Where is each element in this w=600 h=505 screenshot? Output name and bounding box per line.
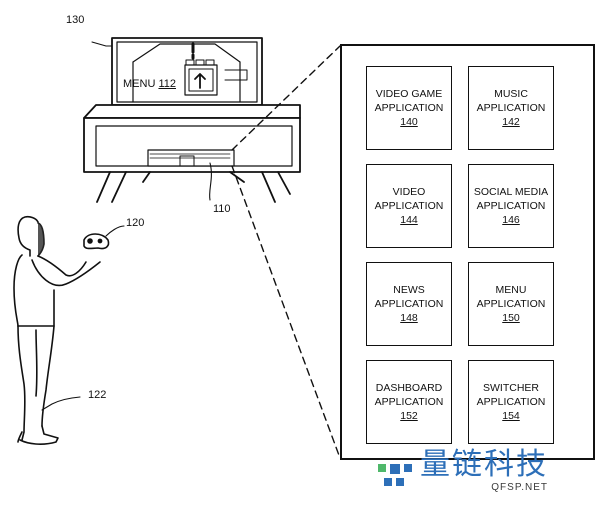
game-console-icon xyxy=(147,149,235,201)
watermark: 量链科技 QFSP.NET xyxy=(412,447,548,494)
tile-subtitle: APPLICATION xyxy=(374,396,444,408)
tile-ref: 154 xyxy=(502,410,520,422)
watermark-chinese-text: 量链科技 xyxy=(420,447,548,482)
tile-subtitle: APPLICATION xyxy=(374,200,444,212)
tile-title: MENU xyxy=(495,284,527,296)
tile-subtitle: APPLICATION xyxy=(476,200,546,212)
tile-ref: 140 xyxy=(400,116,418,128)
tile-subtitle: APPLICATION xyxy=(476,298,546,310)
tile-title: VIDEO xyxy=(392,186,426,198)
tile-title: VIDEO GAME xyxy=(375,88,443,100)
tile-ref: 150 xyxy=(502,312,520,324)
application-menu-panel: VIDEO GAME APPLICATION 140 MUSIC APPLICA… xyxy=(340,44,595,460)
tv-menu-label: MENU 112 xyxy=(123,78,176,90)
tile-subtitle: APPLICATION xyxy=(374,102,444,114)
label-console: 110 xyxy=(213,203,231,215)
tile-subtitle: APPLICATION xyxy=(374,298,444,310)
menu-number: 112 xyxy=(158,78,176,90)
tile-subtitle: APPLICATION xyxy=(476,102,546,114)
tile-social-media[interactable]: SOCIAL MEDIA APPLICATION 146 xyxy=(468,164,554,248)
tile-title: MUSIC xyxy=(494,88,528,100)
tile-title: SWITCHER xyxy=(483,382,539,394)
label-controller: 120 xyxy=(126,217,145,229)
tile-ref: 142 xyxy=(502,116,520,128)
tile-ref: 146 xyxy=(502,214,520,226)
tv-stand-icon xyxy=(83,104,301,203)
tile-ref: 148 xyxy=(400,312,418,324)
tile-dashboard[interactable]: DASHBOARD APPLICATION 152 xyxy=(366,360,452,444)
tile-title: DASHBOARD xyxy=(375,382,443,394)
tile-subtitle: APPLICATION xyxy=(476,396,546,408)
tile-ref: 144 xyxy=(400,214,418,226)
label-tv: 130 xyxy=(66,14,85,26)
projection-lines xyxy=(231,45,341,459)
tile-music[interactable]: MUSIC APPLICATION 142 xyxy=(468,66,554,150)
tile-switcher[interactable]: SWITCHER APPLICATION 154 xyxy=(468,360,554,444)
label-user: 122 xyxy=(88,389,107,401)
tile-video-game[interactable]: VIDEO GAME APPLICATION 140 xyxy=(366,66,452,150)
menu-text: MENU xyxy=(123,78,156,90)
tile-news[interactable]: NEWS APPLICATION 148 xyxy=(366,262,452,346)
tile-menu[interactable]: MENU APPLICATION 150 xyxy=(468,262,554,346)
tile-ref: 152 xyxy=(400,410,418,422)
tile-video[interactable]: VIDEO APPLICATION 144 xyxy=(366,164,452,248)
watermark-url-text: QFSP.NET xyxy=(491,482,548,493)
tile-title: SOCIAL MEDIA xyxy=(473,186,549,198)
tile-title: NEWS xyxy=(393,284,425,296)
user-figure-icon xyxy=(13,215,125,445)
